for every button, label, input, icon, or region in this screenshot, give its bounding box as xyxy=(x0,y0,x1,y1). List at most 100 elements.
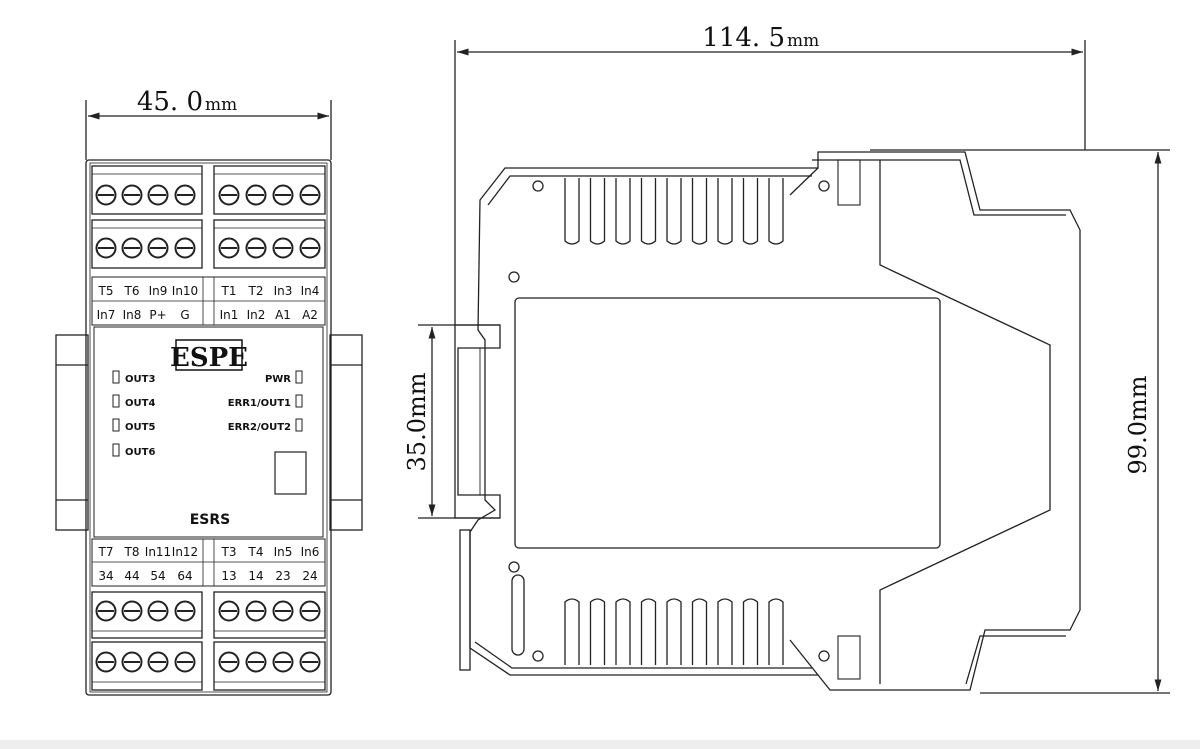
terminal-label: In4 xyxy=(301,284,320,298)
vent-fin xyxy=(666,178,682,245)
front-width-unit: mm xyxy=(205,95,237,115)
led-indicator xyxy=(295,370,303,384)
terminal-label: T3 xyxy=(221,545,237,559)
vent-fin xyxy=(564,178,580,245)
terminal-label: G xyxy=(180,308,189,322)
vent-fin xyxy=(666,598,682,665)
terminal-screw-icon xyxy=(121,600,143,622)
terminal-label: In8 xyxy=(123,308,142,322)
terminal-label: T4 xyxy=(248,545,264,559)
total-height-label: 99.0mm xyxy=(1124,375,1152,474)
terminal-screw-icon xyxy=(147,651,169,673)
front-view: 45. 0 mm T5 T6 xyxy=(55,87,363,696)
terminal-label: 34 xyxy=(98,569,113,583)
terminal-label: P+ xyxy=(149,308,166,322)
vent-fin xyxy=(640,178,657,245)
vent-fin xyxy=(768,178,784,245)
terminal-screw-icon xyxy=(245,184,267,206)
terminal-screw-icon xyxy=(121,651,143,673)
terminal-screw-icon xyxy=(218,600,240,622)
terminal-screw-icon xyxy=(245,237,267,259)
vent-fin xyxy=(691,598,708,665)
vent-fin xyxy=(717,598,733,665)
vent-fin xyxy=(615,598,631,665)
terminal-label: A1 xyxy=(275,308,291,322)
terminal-screw-icon xyxy=(299,600,321,622)
reset-button xyxy=(274,451,307,495)
terminal-label: 24 xyxy=(302,569,317,583)
terminal-screw-icon xyxy=(95,184,117,206)
top-label-strip: T5 T6 In9 In10 T1 T2 In3 In4 In7 In8 P+ … xyxy=(91,276,326,326)
terminal-label: In1 xyxy=(220,308,239,322)
terminal-label: 23 xyxy=(275,569,290,583)
height-dimension: 99.0mm xyxy=(870,149,1170,694)
side-label-plate xyxy=(514,297,941,549)
logo-text: ESPE xyxy=(170,343,248,373)
vent-fin xyxy=(691,178,708,245)
terminal-screw-icon xyxy=(147,184,169,206)
terminal-label: 64 xyxy=(177,569,192,583)
led-label: OUT3 xyxy=(125,374,155,385)
side-width-dimension: 114. 5 mm xyxy=(454,23,1086,325)
terminal-label: T7 xyxy=(98,545,114,559)
terminal-screw-icon xyxy=(218,237,240,259)
terminal-screw-icon xyxy=(299,651,321,673)
vent-fin xyxy=(640,598,657,665)
right-din-clip xyxy=(329,334,363,531)
terminal-label: T5 xyxy=(98,284,114,298)
terminal-screw-icon xyxy=(245,651,267,673)
terminal-screw-icon xyxy=(147,600,169,622)
led-indicator xyxy=(112,370,120,384)
terminal-screw-icon xyxy=(272,184,294,206)
vent-fin xyxy=(589,178,606,245)
led-indicator xyxy=(295,394,303,408)
terminal-label: 13 xyxy=(221,569,236,583)
led-label: PWR xyxy=(265,374,291,385)
led-indicator xyxy=(112,418,120,432)
terminal-label: T8 xyxy=(124,545,140,559)
rail-height-label: 35.0mm xyxy=(403,372,431,471)
vent-fin xyxy=(742,598,759,665)
bottom-terminal-blocks xyxy=(91,591,326,691)
led-indicator xyxy=(295,418,303,432)
vent-fin xyxy=(564,598,580,665)
side-width-unit: mm xyxy=(787,31,819,51)
terminal-label: In10 xyxy=(172,284,198,298)
terminal-label: In11 xyxy=(145,545,171,559)
terminal-label: T2 xyxy=(248,284,264,298)
terminal-label: 14 xyxy=(248,569,263,583)
side-housing xyxy=(459,151,1081,691)
led-label: OUT5 xyxy=(125,422,155,433)
terminal-label: 54 xyxy=(150,569,165,583)
terminal-screw-icon xyxy=(299,184,321,206)
model-name: ESRS xyxy=(190,512,231,528)
terminal-label: T6 xyxy=(124,284,140,298)
page-footer-strip xyxy=(0,740,1200,749)
led-indicator xyxy=(112,443,120,457)
espe-logo: ESPE xyxy=(170,339,248,373)
terminal-screw-icon xyxy=(272,600,294,622)
led-indicator xyxy=(112,394,120,408)
led-label: ERR1/OUT1 xyxy=(228,398,291,409)
led-label: ERR2/OUT2 xyxy=(228,422,291,433)
vent-fin xyxy=(768,598,784,665)
terminal-screw-icon xyxy=(218,651,240,673)
terminal-screw-icon xyxy=(95,651,117,673)
terminal-label: In7 xyxy=(97,308,116,322)
front-width-value: 45. 0 xyxy=(137,87,203,117)
terminal-screw-icon xyxy=(174,651,196,673)
terminal-label: In6 xyxy=(301,545,320,559)
terminal-label: In9 xyxy=(149,284,168,298)
led-label: OUT4 xyxy=(125,398,155,409)
side-width-value: 114. 5 xyxy=(702,23,785,53)
left-din-clip xyxy=(55,334,89,531)
terminal-label: In12 xyxy=(172,545,198,559)
terminal-screw-icon xyxy=(147,237,169,259)
din-rail xyxy=(454,324,501,519)
led-label: OUT6 xyxy=(125,447,155,458)
vent-fin xyxy=(717,178,733,245)
terminal-screw-icon xyxy=(95,600,117,622)
terminal-screw-icon xyxy=(218,184,240,206)
terminal-screw-icon xyxy=(95,237,117,259)
